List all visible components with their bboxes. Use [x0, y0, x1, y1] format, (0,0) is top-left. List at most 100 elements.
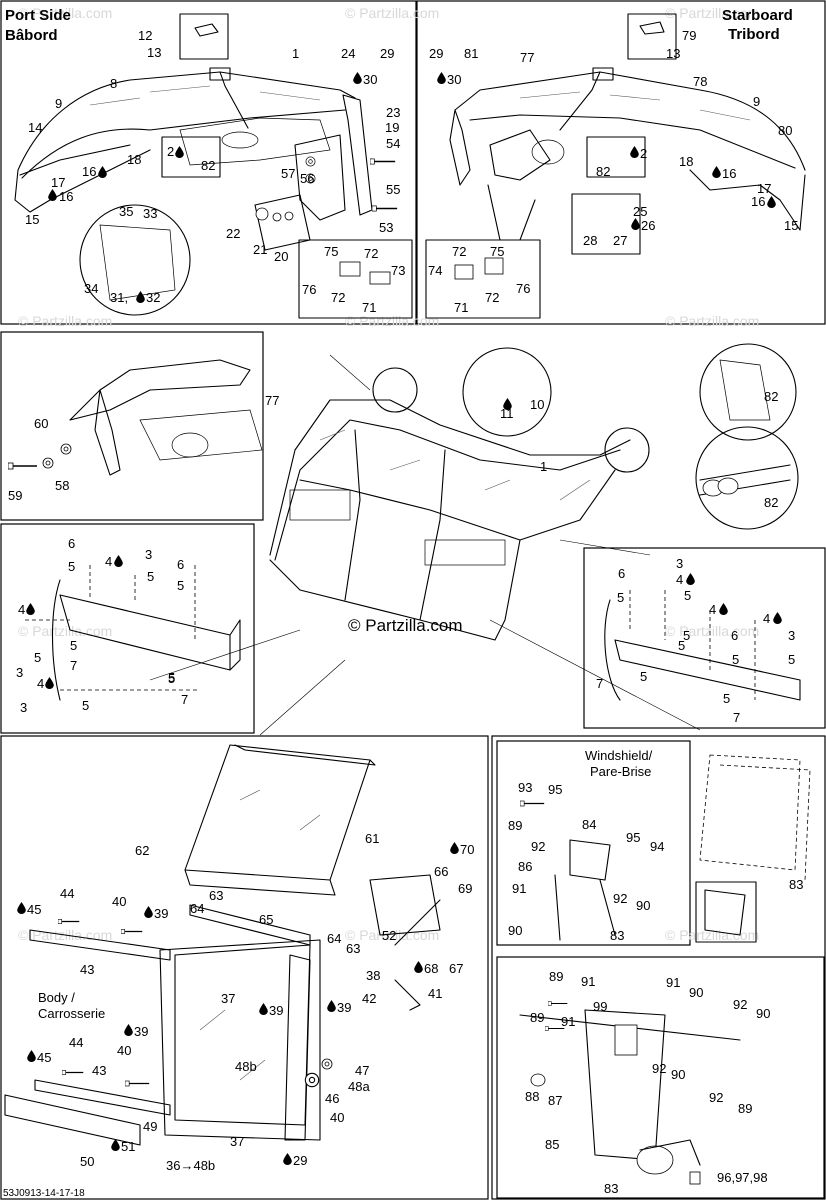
callout: 77 [520, 50, 534, 65]
callout: 90 [508, 923, 522, 938]
callout: 10 [530, 397, 544, 412]
callout: 43 [92, 1063, 106, 1078]
callout: 91 [581, 974, 595, 989]
callout: 96,97,98 [717, 1170, 768, 1185]
callout: 92 [652, 1061, 666, 1076]
callout: 79 [682, 28, 696, 43]
callout: 7 [733, 710, 740, 725]
callouts-middle: 77 1 11 10 82 82 60 59 58 [8, 389, 778, 510]
windshield-note-fr: Pare-Brise [590, 764, 651, 779]
watermark: © Partzilla.com [18, 5, 112, 21]
callout: 2 [640, 146, 647, 161]
titles: Port Side Bâbord Starboard Tribord Winds… [3, 7, 793, 1199]
watermark: © Partzilla.com [665, 927, 759, 943]
callout: 38 [366, 968, 380, 983]
callout: 18 [679, 154, 693, 169]
callout: 5 [168, 670, 175, 685]
callout: 7 [596, 676, 603, 691]
callout: 5 [788, 652, 795, 667]
callout: 5 [68, 559, 75, 574]
callout: 25 [633, 204, 647, 219]
callout: 92 [709, 1090, 723, 1105]
callout: 62 [135, 843, 149, 858]
callout: 75 [490, 244, 504, 259]
callouts-lower-right-bottom: 89 91 91 90 92 90 89 91 99 92 90 88 87 9… [525, 969, 770, 1196]
callout: 91 [561, 1014, 575, 1029]
callout: 5 [82, 698, 89, 713]
callout: 12 [138, 28, 152, 43]
callout: 95 [626, 830, 640, 845]
callout: 89 [530, 1010, 544, 1025]
callout: 83 [604, 1181, 618, 1196]
callout: 81 [464, 46, 478, 61]
callout: 17 [757, 181, 771, 196]
callout: 48b [235, 1059, 257, 1074]
lower-left-art [4, 744, 441, 1146]
callout: 86 [518, 859, 532, 874]
bracket-art [25, 565, 801, 701]
callout: 64 [190, 901, 204, 916]
callout: 50 [80, 1154, 94, 1169]
callout: 11 [500, 406, 514, 421]
callout: 55 [386, 182, 400, 197]
watermark: © Partzilla.com [665, 313, 759, 329]
callout: 26 [641, 218, 655, 233]
callout: 88 [525, 1089, 539, 1104]
callout: 17 [51, 175, 65, 190]
callout: 37 [221, 991, 235, 1006]
callout: 67 [449, 961, 463, 976]
callout: 83 [610, 928, 624, 943]
callout: 7 [181, 692, 188, 707]
callout: 4 [709, 602, 716, 617]
callout: 5 [684, 588, 691, 603]
callout: 5 [168, 671, 175, 686]
callout: 90 [671, 1067, 685, 1082]
callout: 58 [55, 478, 69, 493]
callout: 16 [82, 164, 96, 179]
callout: 75 [324, 244, 338, 259]
starboard-title: Starboard [722, 7, 793, 24]
callout: 39 [269, 1003, 283, 1018]
callout: 29 [293, 1153, 307, 1168]
callout: 33 [143, 206, 157, 221]
watermark: © Partzilla.com [345, 927, 439, 943]
watermarks: © Partzilla.com © Partzilla.com © Partzi… [18, 5, 759, 943]
callout: 59 [8, 488, 22, 503]
callout: 91 [512, 881, 526, 896]
callout: 16 [751, 194, 765, 209]
callout: 29 [429, 46, 443, 61]
watermark: © Partzilla.com [665, 623, 759, 639]
callout: 20 [274, 249, 288, 264]
callout: 5 [34, 650, 41, 665]
callout: 6 [68, 536, 75, 551]
callout: 42 [362, 991, 376, 1006]
callout: 95 [548, 782, 562, 797]
callout: 9 [55, 96, 62, 111]
callout: 78 [693, 74, 707, 89]
callout: 84 [582, 817, 596, 832]
middle-art [8, 343, 799, 736]
callout: 5 [683, 628, 690, 643]
callout: 1 [292, 46, 299, 61]
callout: 74 [428, 263, 442, 278]
callout: 43 [80, 962, 94, 977]
callout: 34 [84, 281, 98, 296]
callout: 18 [127, 152, 141, 167]
port-side-title-fr: Bâbord [5, 27, 58, 44]
callout: 94 [650, 839, 664, 854]
callout: 36→48b [166, 1158, 215, 1173]
callout: 99 [593, 999, 607, 1014]
callout: 9 [753, 94, 760, 109]
callout: 19 [385, 120, 399, 135]
callout: 47 [355, 1063, 369, 1078]
callout: 72 [331, 290, 345, 305]
callout: 6 [177, 557, 184, 572]
callout: 23 [386, 105, 400, 120]
callout: 90 [636, 898, 650, 913]
callout: 1 [540, 459, 547, 474]
callout: 15 [784, 218, 798, 233]
callout: 3 [20, 700, 27, 715]
port-side-title: Port Side [5, 7, 71, 24]
callout: 52 [382, 928, 396, 943]
callouts-lower-right-top: 93 95 84 89 92 95 94 86 91 92 90 90 83 8… [508, 780, 803, 943]
